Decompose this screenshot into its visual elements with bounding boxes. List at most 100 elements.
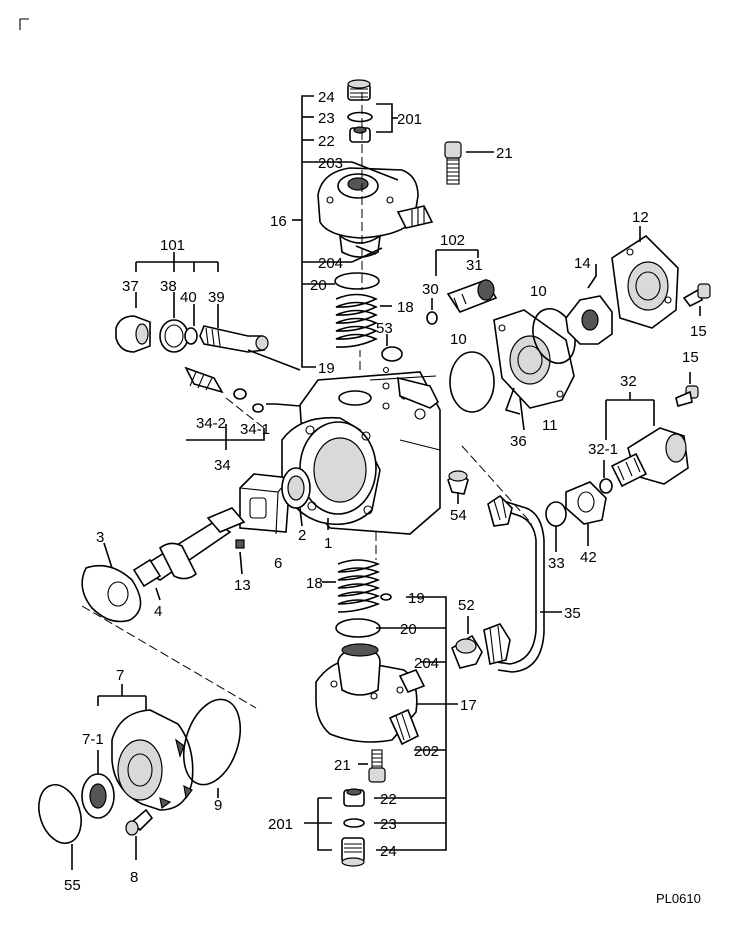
bolt-15-upper (682, 283, 711, 316)
label-7-1: 7-1 (82, 731, 104, 748)
corner-mark (19, 18, 29, 30)
label-20-lower: 20 (400, 621, 417, 638)
label-9: 9 (214, 797, 222, 814)
label-10-upper: 10 (530, 283, 547, 300)
oring-19-lower (380, 593, 392, 601)
oring-10-left (449, 351, 495, 413)
label-40: 40 (180, 289, 197, 306)
label-24-top: 24 (318, 89, 335, 106)
label-21-top: 21 (496, 145, 513, 162)
oring-20-lower (335, 618, 381, 638)
dash-line-shaft (81, 605, 257, 709)
oring-33 (545, 501, 567, 527)
label-34-2: 34-2 (196, 415, 226, 432)
flange-42 (565, 481, 607, 546)
label-53: 53 (376, 320, 393, 337)
shaft-4 (132, 507, 246, 601)
assembly-102 (426, 249, 498, 325)
label-18-top: 18 (397, 299, 414, 316)
label-34-1: 34-1 (240, 421, 270, 438)
label-201-lower: 201 (268, 816, 293, 833)
label-34: 34 (214, 457, 231, 474)
oring-9 (182, 698, 242, 786)
key-13 (235, 539, 245, 575)
screw-21-top (444, 141, 494, 185)
upper-cover-203 (317, 161, 434, 258)
oring-20-top (334, 272, 380, 290)
seal-7-1 (81, 750, 115, 819)
oring-23-lower (343, 818, 365, 828)
label-201-top: 201 (397, 111, 422, 128)
label-22-lower: 22 (380, 791, 397, 808)
label-24-lower: 24 (380, 843, 397, 860)
cap-24-lower (341, 837, 365, 867)
label-33: 33 (548, 555, 565, 572)
assembly-101 (115, 252, 301, 371)
lower-cover (315, 643, 426, 746)
pipe-35 (461, 445, 562, 673)
label-3: 3 (96, 529, 104, 546)
label-32: 32 (620, 373, 637, 390)
label-23-lower: 23 (380, 816, 397, 833)
drawing-code: PL0610 (656, 891, 701, 906)
label-15-lower: 15 (682, 349, 699, 366)
oring-55 (38, 784, 82, 844)
label-18-lower: 18 (306, 575, 323, 592)
label-7: 7 (116, 667, 124, 684)
label-4: 4 (154, 603, 162, 620)
label-15-upper: 15 (690, 323, 707, 340)
label-101: 101 (160, 237, 185, 254)
label-19-top: 19 (318, 360, 335, 377)
label-6: 6 (274, 555, 282, 572)
label-31: 31 (466, 257, 483, 274)
washer-3 (81, 542, 142, 623)
bolt-15-lower (675, 372, 699, 407)
label-8: 8 (130, 869, 138, 886)
label-39: 39 (208, 289, 225, 306)
label-37: 37 (122, 278, 139, 295)
label-1: 1 (324, 535, 332, 552)
label-55: 55 (64, 877, 81, 894)
label-202: 202 (414, 743, 439, 760)
oring-23-top (347, 111, 373, 123)
label-20-top: 20 (310, 277, 327, 294)
plug-54 (447, 470, 469, 504)
label-23-top: 23 (318, 110, 335, 127)
part-labels: 24 23 22 201 203 21 16 204 20 18 53 19 1… (64, 89, 707, 894)
cap-24-top (347, 79, 371, 101)
cover-12 (611, 226, 679, 329)
label-22-top: 22 (318, 133, 335, 150)
seal-2 (281, 467, 311, 527)
label-14: 14 (574, 255, 591, 272)
label-19-lower: 19 (408, 590, 425, 607)
fitting-53 (381, 334, 403, 374)
label-12: 12 (632, 209, 649, 226)
gear-14 (565, 264, 613, 345)
pump-body-1 (281, 371, 441, 535)
lower-bracket-17 (304, 596, 458, 851)
label-204-top: 204 (318, 255, 343, 272)
cap-22-top (349, 126, 371, 143)
label-21-lower: 21 (334, 757, 351, 774)
label-11: 11 (542, 417, 558, 434)
label-36: 36 (510, 433, 527, 450)
label-16: 16 (270, 213, 287, 230)
label-38: 38 (160, 278, 177, 295)
solenoid-32 (599, 392, 689, 494)
label-32-1: 32-1 (588, 441, 618, 458)
fitting-34 (184, 366, 301, 450)
label-30: 30 (422, 281, 439, 298)
label-35: 35 (564, 605, 581, 622)
fitting-52 (451, 616, 483, 669)
label-52: 52 (458, 597, 475, 614)
spring-18-lower (322, 559, 381, 613)
upper-bracket-16 (292, 95, 398, 368)
label-102: 102 (440, 232, 465, 249)
label-42: 42 (580, 549, 597, 566)
label-203: 203 (318, 155, 343, 172)
label-2: 2 (298, 527, 306, 544)
screw-21-lower (358, 749, 386, 783)
label-10-lower: 10 (450, 331, 467, 348)
label-204-lower: 204 (414, 655, 439, 672)
